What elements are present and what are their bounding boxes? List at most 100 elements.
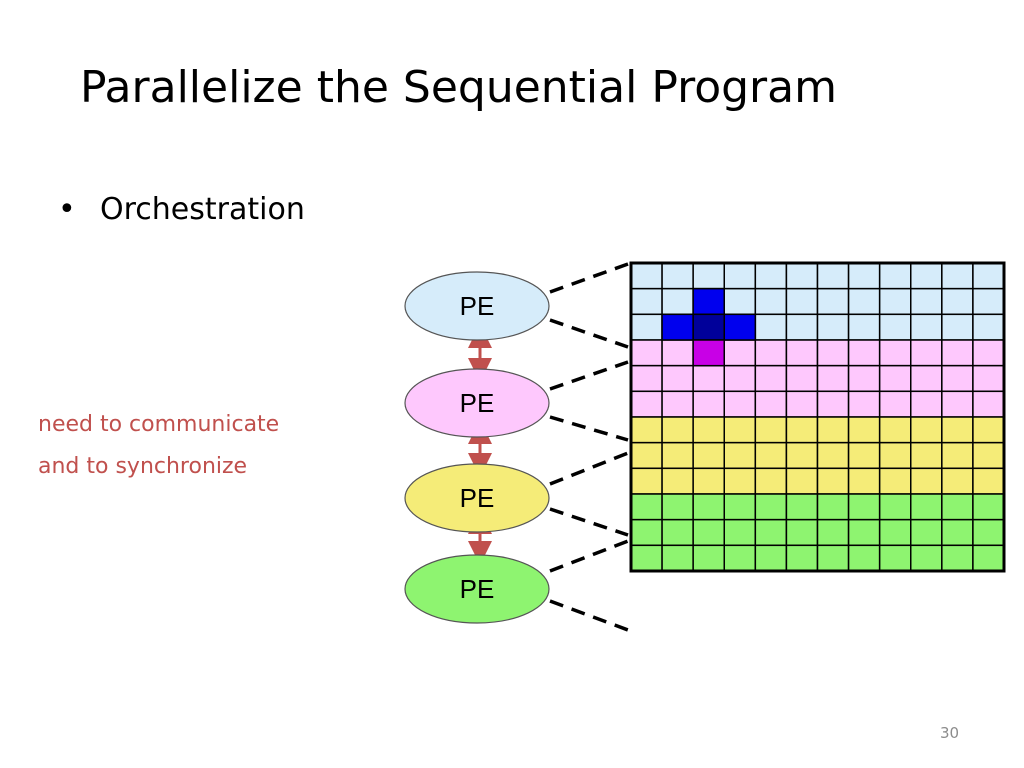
grid-cell <box>785 493 819 521</box>
grid-cell <box>910 441 943 470</box>
grid-cell <box>972 544 1005 572</box>
pe-node: PE <box>404 554 550 624</box>
grid-cell <box>723 544 757 572</box>
mapping-dash-line <box>549 262 629 294</box>
grid-cell <box>972 262 1005 290</box>
grid-cell <box>910 544 943 572</box>
grid-cell <box>785 339 819 367</box>
grid-cell <box>630 364 663 393</box>
highlighted-grid-cell <box>692 287 726 316</box>
grid-cell <box>692 262 726 290</box>
grid-cell <box>816 544 850 572</box>
grid-cell <box>816 313 850 341</box>
grid-cell <box>878 493 912 521</box>
grid-cell <box>661 544 694 572</box>
data-grid <box>629 261 1006 573</box>
mapping-dash-line <box>549 360 629 391</box>
grid-cell <box>878 313 912 341</box>
grid-cell <box>785 441 819 470</box>
grid-cell <box>972 493 1005 521</box>
grid-cell <box>754 313 788 341</box>
grid-cell <box>785 544 819 572</box>
grid-cell <box>878 390 912 418</box>
grid-cell <box>816 467 850 495</box>
grid-cell <box>878 287 912 316</box>
grid-cell <box>785 364 819 393</box>
grid-cell <box>692 544 726 572</box>
grid-cell <box>941 390 974 418</box>
grid-cell <box>972 416 1005 444</box>
grid-cell <box>910 390 943 418</box>
grid-cell <box>785 518 819 547</box>
grid-cell <box>630 313 663 341</box>
grid-cell <box>661 441 694 470</box>
grid-cell <box>661 416 694 444</box>
grid-cell <box>661 390 694 418</box>
grid-cell <box>847 467 881 495</box>
highlighted-grid-cell <box>723 313 757 341</box>
bullet-text: Orchestration <box>100 192 305 227</box>
grid-cell <box>630 262 663 290</box>
grid-cell <box>816 287 850 316</box>
pe-ellipse <box>404 554 550 624</box>
grid-cell <box>692 467 726 495</box>
grid-cell <box>878 518 912 547</box>
grid-cell <box>878 416 912 444</box>
grid-cell <box>723 364 757 393</box>
grid-cell <box>878 441 912 470</box>
pe-ellipse <box>404 368 550 438</box>
grid-cell <box>816 493 850 521</box>
grid-cell <box>692 441 726 470</box>
grid-cell <box>785 262 819 290</box>
grid-cell <box>816 364 850 393</box>
grid-cell <box>910 518 943 547</box>
grid-cell <box>754 493 788 521</box>
grid-cell <box>754 467 788 495</box>
grid-cell <box>661 287 694 316</box>
grid-cell <box>723 262 757 290</box>
grid-cell <box>754 544 788 572</box>
grid-cell <box>847 544 881 572</box>
grid-cell <box>847 339 881 367</box>
grid-cell <box>878 339 912 367</box>
grid-cell <box>972 339 1005 367</box>
grid-cell <box>754 287 788 316</box>
grid-border <box>629 261 1006 573</box>
pe-ellipse <box>404 271 550 341</box>
grid-cell <box>816 416 850 444</box>
grid-cell <box>847 441 881 470</box>
grid-cell <box>941 518 974 547</box>
grid-cell <box>910 416 943 444</box>
mapping-dash-line <box>549 318 629 349</box>
grid-cell <box>692 493 726 521</box>
grid-cell <box>816 339 850 367</box>
grid-cell <box>630 518 663 547</box>
highlighted-grid-cell <box>661 313 694 341</box>
grid-cell <box>972 390 1005 418</box>
grid-cell <box>816 390 850 418</box>
grid-cell <box>661 262 694 290</box>
page-number: 30 <box>940 724 960 742</box>
mapping-dash-line <box>549 507 629 537</box>
grid-cell <box>754 262 788 290</box>
grid-cell <box>785 416 819 444</box>
grid-cell <box>878 262 912 290</box>
grid-cell <box>847 262 881 290</box>
mapping-dash-lines <box>549 262 629 632</box>
grid-cell <box>847 364 881 393</box>
pe-node: PE <box>404 271 550 341</box>
grid-cell <box>723 390 757 418</box>
mapping-dash-line <box>549 451 629 486</box>
grid-cell <box>910 364 943 393</box>
grid-cell <box>847 493 881 521</box>
grid-cell <box>785 390 819 418</box>
pe-label: PE <box>460 483 495 513</box>
grid-cell <box>941 544 974 572</box>
grid-cell <box>661 518 694 547</box>
pe-label: PE <box>460 574 495 604</box>
grid-cell <box>972 313 1005 341</box>
grid-cell <box>878 544 912 572</box>
mapping-dash-line <box>549 415 629 442</box>
